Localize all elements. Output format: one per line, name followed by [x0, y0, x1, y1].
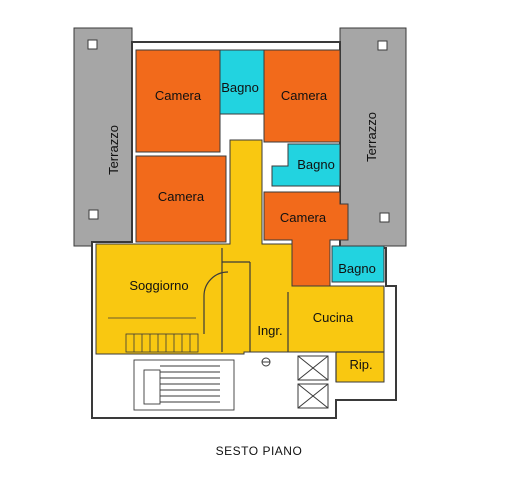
- room-camera-mid-right: [263, 191, 349, 287]
- room-bagno-bottom: [331, 245, 385, 283]
- room-camera-top-left: [135, 49, 221, 153]
- common-stairwell: [133, 359, 235, 411]
- label-camera-top-left: Camera: [155, 88, 202, 103]
- internal-walls: [203, 248, 384, 382]
- room-bagno-mid: [271, 143, 341, 187]
- living-area: [95, 139, 385, 383]
- label-terrazzo-right: Terrazzo: [364, 112, 379, 162]
- label-bagno-bottom: Bagno: [338, 261, 376, 276]
- label-bagno-top: Bagno: [221, 80, 259, 95]
- label-terrazzo-left: Terrazzo: [106, 125, 121, 175]
- room-bagno-top: [219, 49, 265, 115]
- lift-shafts: [297, 355, 329, 409]
- entrance-door-icon: [261, 357, 271, 367]
- label-bagno-mid: Bagno: [297, 157, 335, 172]
- label-camera-top-right: Camera: [281, 88, 328, 103]
- terrace-right: [339, 27, 407, 247]
- interior-staircase: [108, 317, 199, 353]
- label-cucina: Cucina: [313, 310, 354, 325]
- label-soggiorno: Soggiorno: [129, 278, 188, 293]
- floor-caption: SESTO PIANO: [215, 444, 303, 458]
- label-ripostiglio: Rip.: [349, 357, 372, 372]
- label-camera-mid-left: Camera: [158, 189, 205, 204]
- terrace-left: [73, 27, 133, 247]
- label-ingresso: Ingr.: [257, 323, 282, 338]
- label-camera-mid-right: Camera: [280, 210, 327, 225]
- room-camera-mid-left: [135, 155, 227, 243]
- room-camera-top-right: [263, 49, 341, 143]
